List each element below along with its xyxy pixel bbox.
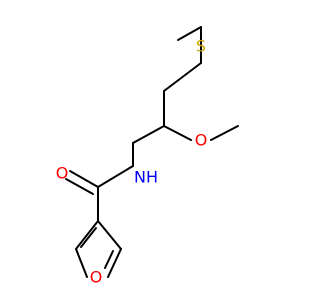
bond-ch2-ch2 <box>163 62 202 92</box>
atom-labels: S O N H O O <box>56 37 208 287</box>
molecule-structure: S O N H O O <box>56 26 239 287</box>
bond-o-methyl <box>210 125 239 141</box>
bond-methyl-s <box>177 26 202 41</box>
bond-ring-c3-c2 <box>97 220 122 250</box>
bond-ring-c4-c5 <box>75 248 88 278</box>
sulfur-label: S <box>196 37 206 56</box>
bond-ring-c2-o <box>107 248 122 278</box>
bond-n-carbonyl-c <box>97 165 134 188</box>
bond-ring-inner-2 <box>104 250 114 269</box>
bond-ch-o <box>163 125 192 141</box>
furan-oxygen-label: O <box>90 268 103 287</box>
bond-carbonyl-double-2 <box>65 178 94 195</box>
bond-ring-c3-c4 <box>75 220 99 250</box>
bond-ring-inner-1 <box>80 227 97 248</box>
amide-nitrogen-label: N <box>134 168 146 187</box>
bond-ch-ch2 <box>132 125 165 144</box>
bond-lines <box>65 26 239 278</box>
carbonyl-oxygen-label: O <box>56 164 69 183</box>
methoxy-oxygen-label: O <box>195 131 208 150</box>
bond-carbonyl-double-1 <box>69 170 99 188</box>
amide-hydrogen-label: H <box>146 168 158 187</box>
